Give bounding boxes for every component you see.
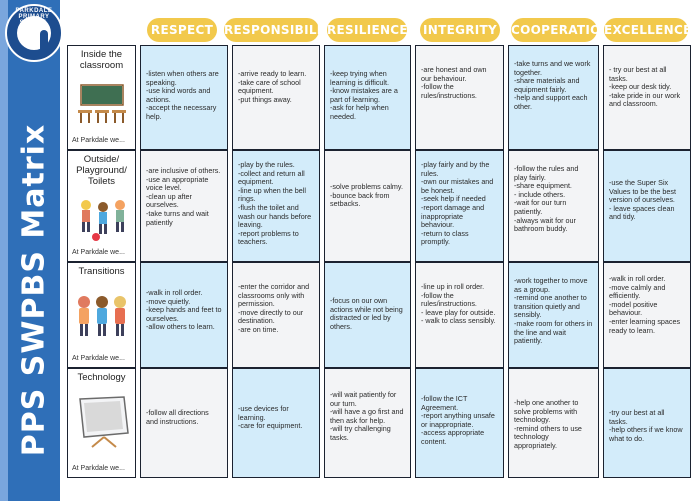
cell-technology-resilience: -will wait patiently for our turn.-will … bbox=[324, 368, 411, 478]
cell-playground-cooperation: -follow the rules and play fairly.-share… bbox=[508, 150, 599, 262]
cell-text: -play by the rules.-collect and return a… bbox=[238, 160, 312, 247]
cell-technology-integrity: -follow the ICT Agreement.-report anythi… bbox=[415, 368, 504, 478]
row-label-playground: Outside/ Playground/ Toilets At Parkdale… bbox=[67, 150, 136, 262]
cell-playground-integrity: -play fairly and by the rules.-own our m… bbox=[415, 150, 504, 262]
cell-text: -will wait patiently for our turn.-will … bbox=[330, 390, 404, 442]
cell-classroom-resilience: -keep trying when learning is difficult.… bbox=[324, 45, 411, 150]
tablet-icon bbox=[79, 396, 129, 448]
column-header-integrity: INTEGRITY bbox=[420, 18, 500, 42]
cell-classroom-responsibility: -arrive ready to learn.-take care of sch… bbox=[232, 45, 320, 150]
row-footer: At Parkdale we... bbox=[72, 249, 125, 257]
cell-classroom-respect: -listen when others are speaking.-use ki… bbox=[140, 45, 228, 150]
cell-technology-excellence: -try our best at all tasks.-help others … bbox=[603, 368, 691, 478]
cell-technology-cooperation: -help one another to solve problems with… bbox=[508, 368, 599, 478]
playground-icon bbox=[81, 200, 125, 241]
cell-classroom-excellence: - try our best at all tasks.-keep our de… bbox=[603, 45, 691, 150]
row-title: Transitions bbox=[78, 266, 125, 277]
row-label-classroom: Inside the classroom At Parkdale we... bbox=[67, 45, 136, 150]
cell-text: -arrive ready to learn.-take care of sch… bbox=[238, 69, 307, 104]
cell-text: -try our best at all tasks.-help others … bbox=[609, 408, 683, 443]
row-label-transitions: Transitions At Parkdale we... bbox=[67, 262, 136, 368]
cell-text: -line up in roll order.-follow the rules… bbox=[421, 282, 496, 326]
cell-playground-resilience: -solve problems calmy.-bounce back from … bbox=[324, 150, 411, 262]
cell-text: -listen when others are speaking.-use ki… bbox=[146, 69, 219, 121]
page-title: PPS SWPBS Matrix bbox=[16, 123, 52, 457]
transitions-icon bbox=[78, 296, 126, 336]
cell-text: -follow the rules and play fairly.-share… bbox=[514, 164, 579, 234]
cell-text: -use devices for learning.-care for equi… bbox=[238, 404, 303, 431]
cell-transitions-excellence: -walk in roll order.-move calmly and eff… bbox=[603, 262, 691, 368]
column-header-respect: RESPECT bbox=[147, 18, 217, 42]
cell-transitions-respect: -walk in roll order.-move quietly.-keep … bbox=[140, 262, 228, 368]
school-logo: PARKDALE PRIMARY SCHOOL bbox=[5, 4, 63, 62]
cell-text: -are inclusive of others.-use an appropr… bbox=[146, 166, 221, 227]
cell-playground-respect: -are inclusive of others.-use an appropr… bbox=[140, 150, 228, 262]
cell-text: -keep trying when learning is difficult.… bbox=[330, 69, 398, 121]
cell-text: -enter the corridor and classrooms only … bbox=[238, 282, 310, 334]
row-title: Inside the classroom bbox=[79, 49, 124, 71]
cell-text: - try our best at all tasks.-keep our de… bbox=[609, 65, 681, 109]
classroom-icon bbox=[78, 84, 126, 123]
cell-classroom-cooperation: -take turns and we work together.-share … bbox=[508, 45, 599, 150]
column-header-responsibility: RESPONSIBILITY bbox=[224, 18, 339, 42]
side-band-stripe bbox=[0, 0, 8, 501]
tree-icon bbox=[40, 30, 48, 54]
cell-transitions-resilience: -focus on our own actions while not bein… bbox=[324, 262, 411, 368]
cell-text: -follow all directions and instructions. bbox=[146, 408, 209, 426]
cell-text: -help one another to solve problems with… bbox=[514, 398, 582, 450]
cell-classroom-integrity: -are honest and own our behaviour.-follo… bbox=[415, 45, 504, 150]
cell-technology-responsibility: -use devices for learning.-care for equi… bbox=[232, 368, 320, 478]
cell-text: -are honest and own our behaviour.-follo… bbox=[421, 65, 487, 100]
row-footer: At Parkdale we... bbox=[72, 465, 125, 473]
cell-transitions-responsibility: -enter the corridor and classrooms only … bbox=[232, 262, 320, 368]
cell-text: -take turns and we work together.-share … bbox=[514, 59, 591, 111]
cell-text: -play fairly and by the rules.-own our m… bbox=[421, 160, 494, 247]
column-header-cooperation: COOPERATION bbox=[511, 18, 611, 42]
column-header-resilience: RESILIENCE bbox=[327, 18, 408, 42]
cell-text: -follow the ICT Agreement.-report anythi… bbox=[421, 394, 495, 446]
row-footer: At Parkdale we... bbox=[72, 137, 125, 145]
row-title: Outside/ Playground/ Toilets bbox=[76, 154, 127, 187]
cell-playground-excellence: -use the Super Six Values to be the best… bbox=[603, 150, 691, 262]
cell-transitions-cooperation: -work together to move as a group.-remin… bbox=[508, 262, 599, 368]
row-footer: At Parkdale we... bbox=[72, 355, 125, 363]
cell-playground-responsibility: -play by the rules.-collect and return a… bbox=[232, 150, 320, 262]
side-band bbox=[0, 0, 60, 501]
cell-text: -walk in roll order.-move calmly and eff… bbox=[609, 274, 681, 335]
cell-technology-respect: -follow all directions and instructions. bbox=[140, 368, 228, 478]
row-label-technology: Technology At Parkdale we... bbox=[67, 368, 136, 478]
cell-text: -work together to move as a group.-remin… bbox=[514, 276, 593, 346]
cell-transitions-integrity: -line up in roll order.-follow the rules… bbox=[415, 262, 504, 368]
cell-text: -solve problems calmy.-bounce back from … bbox=[330, 182, 403, 209]
cell-text: -use the Super Six Values to be the best… bbox=[609, 178, 676, 222]
logo-emblem bbox=[17, 16, 51, 54]
cell-text: -walk in roll order.-move quietly.-keep … bbox=[146, 288, 222, 332]
row-title: Technology bbox=[77, 372, 126, 383]
cell-text: -focus on our own actions while not bein… bbox=[330, 296, 403, 331]
column-header-excellence: EXCELLENCE bbox=[604, 18, 691, 42]
